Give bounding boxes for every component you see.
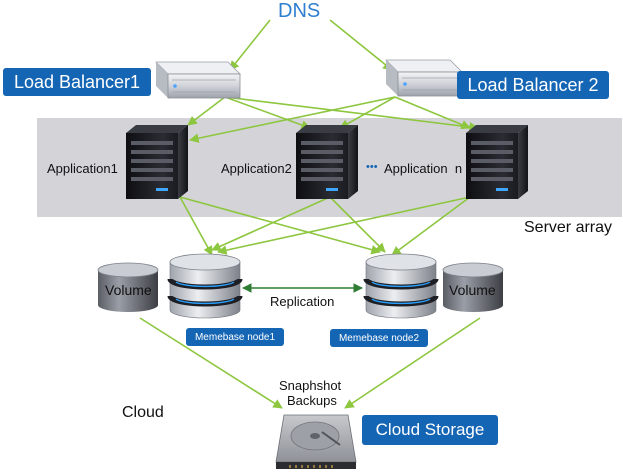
backups-label: Backups (287, 393, 337, 408)
memebase-node-2-label: Memebase node2 (330, 329, 428, 347)
dns-label: DNS (278, 0, 321, 22)
memebase-node-2-database-icon (363, 253, 439, 319)
connectors (139, 19, 481, 409)
application-n-label: Application n (384, 161, 463, 176)
memebase-node-1-database-icon (167, 253, 243, 319)
hard-drive-icon (275, 414, 357, 469)
load-balancer-2-server-icon (385, 59, 463, 97)
application-2-server-icon (296, 125, 358, 199)
volume-2-label: Volume (449, 282, 496, 298)
application-2-label: Application2 (221, 161, 292, 176)
cloud-storage-label: Cloud Storage (362, 415, 498, 445)
load-balancer-1-label: Load Balancer1 (3, 68, 151, 96)
volume-1-cylinder-icon (97, 262, 159, 312)
memebase-node-1-label: Memebase node1 (186, 328, 284, 346)
snapshot-label: Snaphshot (279, 378, 342, 393)
application-1-label: Application1 (47, 161, 118, 176)
volume-2-cylinder-icon (442, 262, 504, 312)
load-balancer-2-label: Load Balancer 2 (457, 71, 609, 99)
cloud-label: Cloud (122, 404, 164, 421)
ellipsis-indicator: ••• (366, 161, 378, 173)
volume-1-label: Volume (105, 282, 152, 298)
application-1-server-icon (126, 125, 188, 199)
load-balancer-1-server-icon (155, 61, 241, 99)
server-array-label: Server array (524, 219, 613, 236)
replication-label: Replication (270, 294, 335, 309)
application-n-server-icon (466, 125, 528, 199)
